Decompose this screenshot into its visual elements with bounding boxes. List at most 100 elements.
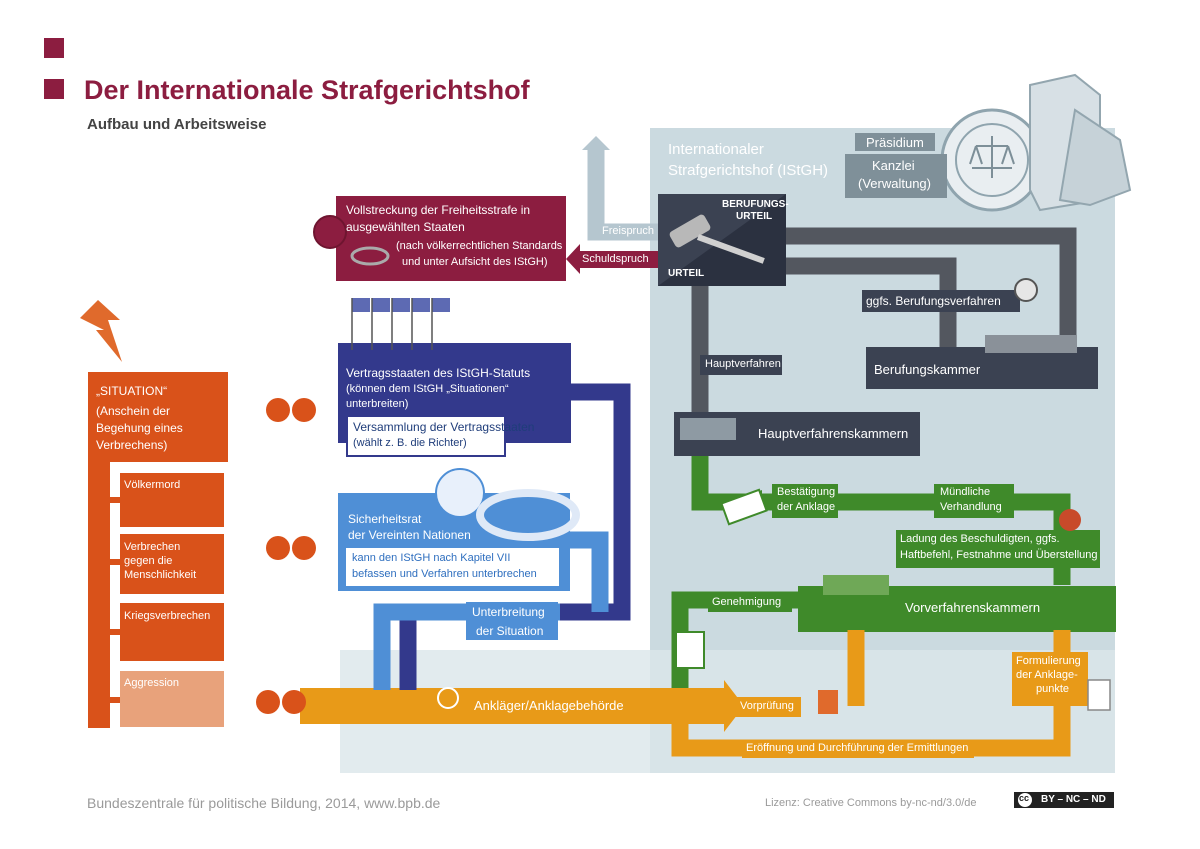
vorpruefung-bg <box>735 697 801 717</box>
aggression-box <box>120 671 224 727</box>
crime-voelkermord: Völkermord <box>124 479 181 491</box>
formulierung-bg <box>1012 652 1088 706</box>
formulierung-label-line2: der Anklage- <box>1016 669 1078 681</box>
ladung-label-line1: Ladung des Beschuldigten, ggfs. <box>900 533 1060 545</box>
council-table-icon <box>476 489 580 541</box>
binoculars-icon-un <box>266 536 316 560</box>
crime-menschlichkeit-line1: Verbrechen <box>124 541 181 553</box>
appeal-path-top <box>770 227 1077 360</box>
crime-aggression: Aggression <box>124 677 180 689</box>
crime-menschlichkeit-line3: Menschlichkeit <box>124 569 197 581</box>
dollar-doc-icon <box>720 488 768 526</box>
kanzlei-label-line2: (Verwaltung) <box>858 176 931 191</box>
cc-logo: cc <box>1019 793 1030 803</box>
formulierung-label-line1: Formulierung <box>1016 655 1081 667</box>
anklaeger-bar <box>300 688 724 724</box>
checklist-icon <box>675 631 705 669</box>
praesidium-box <box>855 133 935 151</box>
binoculars-icon-prosecutor <box>256 690 306 714</box>
hauptverfahren-label-bg <box>700 355 782 375</box>
page-title: Der Internationale Strafgerichtshof <box>84 75 530 105</box>
anklaeger-label: Ankläger/Anklagebehörde <box>474 698 624 713</box>
muendliche-label-bg <box>934 484 1014 518</box>
footer-license: Lizenz: Creative Commons by-nc-nd/3.0/de <box>765 797 977 809</box>
situation-label: „SITUATION“ <box>96 384 168 398</box>
sicherheitsrat-body <box>344 546 561 588</box>
berufungsverfahren-label: ggfs. Berufungsverfahren <box>866 294 1001 308</box>
un-emblem-icon <box>435 468 485 518</box>
crime-kriegsverbrechen: Kriegsverbrechen <box>124 610 211 622</box>
scales-icon <box>969 136 1015 178</box>
court-name-line2: Strafgerichtshof (IStGH) <box>668 162 829 179</box>
vorpruefung-label: Vorprüfung <box>740 700 794 712</box>
sicherheitsrat-line1: Sicherheitsrat <box>348 512 422 526</box>
muendliche-label-line2: Verhandlung <box>940 501 1002 513</box>
unterbreitung-label-bg <box>466 602 558 640</box>
situation-desc-line3: Verbrechens) <box>96 438 168 452</box>
ladung-label-line2: Haftbefehl, Festnahme und Überstellung <box>900 549 1098 561</box>
ggfs-label-bg <box>862 290 1020 312</box>
ermittlungen-label: Eröffnung und Durchführung der Ermittlun… <box>746 742 969 754</box>
muendliche-label-line1: Mündliche <box>940 486 991 498</box>
urteil-label: URTEIL <box>668 268 705 279</box>
situation-column <box>88 462 110 728</box>
kanzlei-box <box>845 154 947 198</box>
footer-source: Bundeszentrale für politische Bildung, 2… <box>87 795 441 811</box>
ermittlungen-bg <box>742 740 974 758</box>
gavel-head <box>669 214 711 248</box>
berufungskammer-label: Berufungskammer <box>874 362 981 377</box>
formulierung-label-line3: punkte <box>1036 683 1070 695</box>
schuldspruch-label: Schuldspruch <box>582 253 649 265</box>
versammlung-line2: (wählt z. B. die Richter) <box>353 437 467 449</box>
situation-desc-line1: (Anschein der <box>96 404 171 418</box>
voelkermord-box <box>120 473 224 527</box>
states-path <box>399 383 631 690</box>
evidence-icon <box>818 690 838 714</box>
binoculars-icon-states <box>266 398 316 422</box>
bestaetigung-label-line2: der Anklage <box>777 501 836 513</box>
menschlichkeit-box <box>120 534 224 594</box>
document-icon-formulierung <box>1087 679 1111 711</box>
genehmigung-label-bg <box>708 594 792 612</box>
schuldspruch-arrowhead <box>566 244 580 274</box>
hauptverfahren-label: Hauptverfahren <box>705 358 781 370</box>
berufungsurteil-label-line2: URTEIL <box>736 211 773 222</box>
vertragsstaaten-line1: Vertragsstaaten des IStGH-Statuts <box>346 366 531 380</box>
genehmigung-label: Genehmigung <box>712 596 782 608</box>
vertragsstaaten-line2: (können dem IStGH „Situationen“ <box>346 383 509 395</box>
versammlung-box <box>346 415 506 457</box>
situation-box <box>88 372 228 462</box>
freispruch-arrow <box>587 148 660 241</box>
situation-desc-line2: Begehung eines <box>96 421 183 435</box>
kriegsverbrechen-box <box>120 603 224 661</box>
unterbreitung-line2: der Situation <box>476 624 544 638</box>
ladung-label-bg <box>896 530 1100 568</box>
unterbreitung-line1: Unterbreitung <box>472 605 545 619</box>
sicherheitsrat-body-line2: befassen und Verfahren unterbrechen <box>352 568 537 580</box>
kanzlei-label-line1: Kanzlei <box>872 158 915 173</box>
vollstreckung-line4: und unter Aufsicht des IStGH) <box>402 256 548 268</box>
bestaetigung-label-bg <box>772 484 838 518</box>
appeal-path-mid <box>770 257 957 360</box>
un-path <box>560 531 609 612</box>
hauptverfahrenskammern-label: Hauptverfahrenskammern <box>758 426 909 441</box>
vorverfahrenskammern-label: Vorverfahrenskammern <box>905 600 1041 615</box>
praesidium-label: Präsidium <box>866 135 924 150</box>
cc-badge-label: BY – NC – ND <box>1041 794 1106 805</box>
sicherheitsrat-body-line1: kann den IStGH nach Kapitel VII <box>352 552 511 564</box>
freispruch-arrowhead <box>582 136 610 150</box>
lightning-icon <box>80 300 122 362</box>
ball-chain-icon <box>313 215 347 249</box>
crime-menschlichkeit-line2: gegen die <box>124 555 173 567</box>
vollstreckung-line3: (nach völkerrechtlichen Standards <box>396 240 563 252</box>
berufungskammer-box <box>866 347 1098 389</box>
flags-icon <box>351 298 450 350</box>
vollstreckung-line1: Vollstreckung der Freiheitsstrafe in <box>346 203 531 217</box>
court-name-line1: Internationaler <box>668 141 764 158</box>
vertragsstaaten-line3: unterbreiten) <box>346 398 409 410</box>
cc-badge <box>1014 792 1114 808</box>
bestaetigung-label-line1: Bestätigung <box>777 486 836 498</box>
schuldspruch-arrow <box>580 251 662 268</box>
vollstreckung-box <box>336 196 566 281</box>
freispruch-label: Freispruch <box>602 225 654 237</box>
